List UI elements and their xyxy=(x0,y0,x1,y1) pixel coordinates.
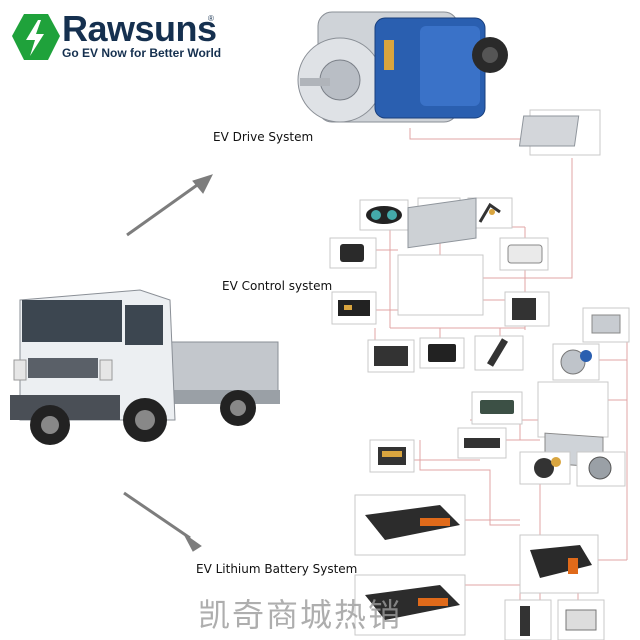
air-compressor-image xyxy=(519,451,571,485)
relay-box-image xyxy=(329,237,377,269)
flow-arrows xyxy=(123,174,213,552)
motor-controller-image xyxy=(518,109,601,156)
ecu-box-image xyxy=(419,337,465,369)
battery-pack-image xyxy=(354,494,466,556)
watermark-text: 凯奇商城热销 xyxy=(198,596,403,634)
ptc-heater-image xyxy=(369,439,415,473)
water-pump-image xyxy=(576,451,626,487)
motor-gearbox-image xyxy=(297,11,508,123)
display-unit-image xyxy=(367,339,415,373)
brand-logo xyxy=(8,10,223,70)
label-ev-control-system: EV Control system xyxy=(222,279,333,293)
fuse-box-image xyxy=(557,599,605,640)
bms-box-image xyxy=(519,534,599,594)
logo-icon xyxy=(12,14,60,60)
accelerator-pedal-image xyxy=(474,335,524,371)
label-ev-drive-system: EV Drive System xyxy=(213,130,314,144)
steering-pump-image xyxy=(552,343,600,381)
vehicle-control-unit-image xyxy=(397,197,484,316)
dcdc-converter-image xyxy=(582,307,630,343)
registered-mark: ® xyxy=(208,14,214,23)
label-ev-lithium-battery-system: EV Lithium Battery System xyxy=(196,562,358,576)
obc-charger-image xyxy=(471,391,523,425)
instrument-cluster-image xyxy=(359,199,409,231)
battery-connector-image xyxy=(457,427,507,459)
arrow-to-battery xyxy=(123,491,191,540)
truck-image xyxy=(10,289,280,445)
arrow-to-drive xyxy=(126,181,201,237)
charging-gun-image xyxy=(504,599,552,640)
battery-pack-2-image xyxy=(354,574,466,636)
vacuum-pump-image xyxy=(504,291,550,327)
brand-tagline: Go EV Now for Better World xyxy=(62,46,222,60)
brand-name: Rawsuns xyxy=(62,8,217,49)
gps-tracker-image xyxy=(331,291,377,325)
charger-plug-image xyxy=(499,237,549,271)
